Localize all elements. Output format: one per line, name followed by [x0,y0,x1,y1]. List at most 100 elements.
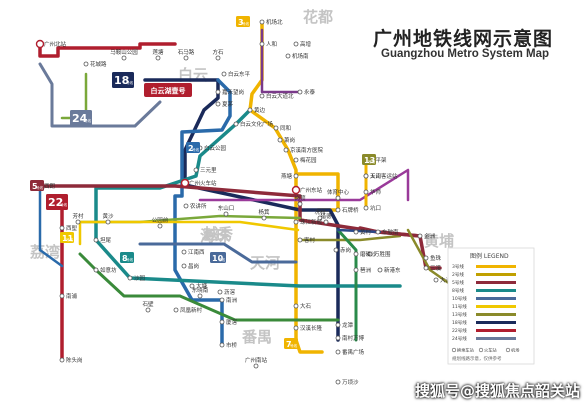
station-label: 杨箕 [258,208,270,216]
station-dot [335,207,341,213]
station-label: 白云东平 [228,70,251,78]
major-station-dot [35,39,45,49]
line-badge-number: 13 [364,156,375,165]
legend-item-label: 22号线 [452,327,467,334]
station-dot [93,267,99,273]
line-21-path [336,228,382,234]
legend-symbol: 换乘车站 [451,347,474,354]
line-22-path [38,42,177,58]
district-haizhu: 海珠 [200,227,231,245]
station-label: 华师 [370,188,382,196]
line-2-path [173,78,232,347]
legend-item: 22号线 [452,327,516,334]
station-label: 汉溪长隆 [300,324,323,332]
line-badge: 5号线 [30,180,44,191]
station-label: 市桥 [226,341,238,349]
line-badge: 11号线 [60,232,74,243]
station-dot [363,205,369,211]
station-label: 五山 [370,172,381,180]
station-dot [189,283,195,289]
station-dot [233,121,239,127]
line-11-path [78,220,300,246]
station-dot [377,267,383,273]
legend-item-swatch [476,289,516,292]
station-dots [35,19,439,385]
station-dot [247,107,253,113]
station-dot [157,223,163,229]
legend-item: 10号线 [452,295,516,302]
district-liwan: 荔湾 [30,243,60,261]
legend-item-swatch [476,273,516,276]
station-dot [223,211,229,217]
station-label: 如意坊 [100,266,117,274]
station-label: 大塘 [196,282,208,290]
station-label: 广州东站 [300,186,323,194]
line-badge-number: 10 [212,254,224,263]
station-label: 夏茅 [222,100,234,108]
line-badge-number: 11 [62,234,74,243]
station-dot [335,349,341,355]
station-label: 京溪南方医院 [290,146,324,154]
station-dot [297,201,303,207]
line-24-path [38,62,162,128]
legend-item-label: 18号线 [452,319,467,326]
station-dot [83,61,89,67]
station-label: 陈头岗 [66,356,83,364]
legend-item-label: 11号线 [452,303,467,310]
legend-item-swatch [476,329,516,332]
watermark-text: 搜狐号@搜狐焦点韶关站 [414,382,580,400]
station-label: 萧岗 [284,136,295,144]
line-badge-suffix: 号线 [192,147,199,152]
station-label: 天河客运站 [370,172,398,180]
station-dot [293,41,299,47]
station-label: 西朗 [44,182,56,190]
line-badge-suffix: 号线 [290,343,298,348]
callout-badge: 白云湖壹号 [144,83,192,97]
station-dot [193,167,199,173]
station-dot [259,19,265,25]
station-dot [323,219,329,225]
station-dot [283,147,289,153]
station-label: 体育中心 [327,188,350,196]
station-label: 三元里 [200,167,217,174]
legend-item-swatch [476,337,516,340]
station-dot [259,93,265,99]
station-dot [155,55,161,61]
station-dot [75,219,81,225]
station-label: 芳村 [72,212,84,220]
station-dot [173,307,179,313]
legend-symbol: 机场 [505,347,519,354]
station-label: 车陂南 [382,228,399,236]
legend: 图例 LEGEND 3号线2号线5号线8号线10号线11号线13号线18号线22… [447,247,535,365]
station-dot [363,173,369,179]
station-dot [363,189,369,195]
line-badge-bg [112,72,134,88]
station-label: 客村 [304,236,316,244]
station-label: 沙园 [134,275,146,282]
station-label: 江南西 [188,248,205,256]
line-badge-suffix: 号线 [36,185,43,190]
station-dot [277,137,283,143]
station-label: 机场北 [266,18,283,26]
station-label: 磨碟沙 [360,250,377,258]
station-dot [353,229,359,235]
station-dot [423,255,429,261]
station-label: 广州南站 [245,356,268,364]
station-dot [145,307,151,313]
station-dot [215,55,221,61]
legend-item-label: 10号线 [452,295,467,302]
callout-bg [144,83,192,97]
line-badge-number: 18 [114,74,129,87]
station-label: 马鞍山公园 [110,48,138,56]
line-badge: 24号线 [70,110,92,126]
line-badge-bg [70,110,92,126]
district-panyu: 番禺 [241,328,272,346]
legend-symbols: 换乘车站火车站机场 [451,347,519,354]
station-labels: 广州北站机场北机场南人和高增花城路马鞍山公园莲塘石马路方石白云东平夏茅嘉禾望岗白… [44,18,457,386]
station-label: 龙潭 [342,321,354,329]
legend-item-label: 24号线 [452,335,467,342]
page-title: 广州地铁线网示意图 [373,28,554,50]
line-badge-bg [30,180,44,191]
line-18-path [143,78,340,342]
legend-item: 3号线 [452,263,516,270]
